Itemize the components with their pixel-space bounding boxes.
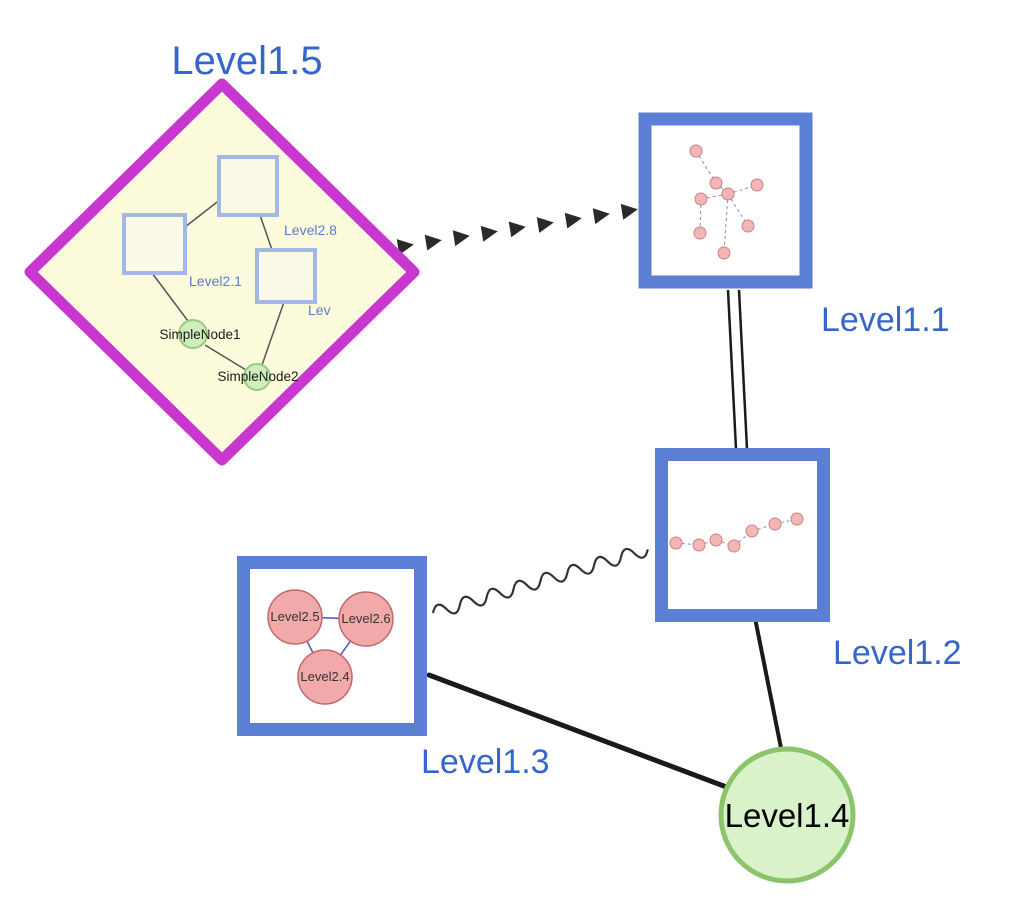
edge-level28-level21 (184, 198, 222, 228)
level24-label: Level2.4 (300, 669, 349, 684)
level13-label: Level1.3 (421, 743, 550, 781)
node-level25-circle[interactable] (267, 589, 323, 645)
edge-level12-level13-wavy (431, 547, 649, 615)
edge-level12-level14 (754, 621, 784, 755)
node-level14-group[interactable]: Level1.4 (718, 746, 856, 884)
node-level12-group[interactable] (655, 448, 830, 622)
node-lev-square[interactable] (255, 248, 317, 304)
node-level13-group[interactable]: Level2.5 Level2.6 Level2.4 (237, 556, 427, 736)
level12-square-shape[interactable] (655, 448, 830, 622)
level28-label: Level2.8 (284, 222, 337, 238)
node-level24-circle[interactable] (297, 649, 353, 705)
level25-label: Level2.5 (270, 609, 319, 624)
level15-diamond-shape[interactable] (24, 78, 420, 466)
edge-lev-simplenode2 (261, 301, 285, 366)
level12-label: Level1.2 (833, 634, 962, 672)
node-level26-circle[interactable] (338, 591, 394, 647)
lev-label: Lev (308, 302, 331, 318)
level11-label: Level1.1 (821, 301, 950, 339)
level14-circle-shape[interactable] (718, 746, 856, 884)
node-level28-square[interactable] (217, 155, 279, 217)
node-level21-square[interactable] (122, 213, 187, 275)
edge-level13-level14 (426, 672, 740, 794)
node-level11-group[interactable] (638, 112, 813, 289)
edge-level28-lev (259, 214, 273, 251)
level11-mini-graph (689, 144, 764, 260)
edge-level11-level12-double-line (726, 289, 749, 450)
simplenode1-label: SimpleNode1 (159, 327, 240, 342)
node-simplenode1-circle[interactable] (178, 319, 208, 349)
node-level15-group[interactable]: Level2.8 Level2.1 Lev SimpleNode1 Simple… (24, 78, 420, 466)
level21-label: Level2.1 (189, 273, 242, 289)
level12-mini-graph (669, 512, 804, 553)
level26-label: Level2.6 (341, 611, 390, 626)
simplenode2-label: SimpleNode2 (217, 369, 298, 384)
node-simplenode2-circle[interactable] (243, 363, 271, 391)
level14-label: Level1.4 (725, 797, 850, 834)
edge-level21-simplenode1 (151, 272, 189, 322)
level15-label: Level1.5 (171, 39, 322, 83)
edge-simplenode1-simplenode2 (204, 344, 247, 371)
edge-level15-level11-dashed-arrows (396, 201, 640, 255)
level13-square-shape[interactable] (237, 556, 427, 736)
